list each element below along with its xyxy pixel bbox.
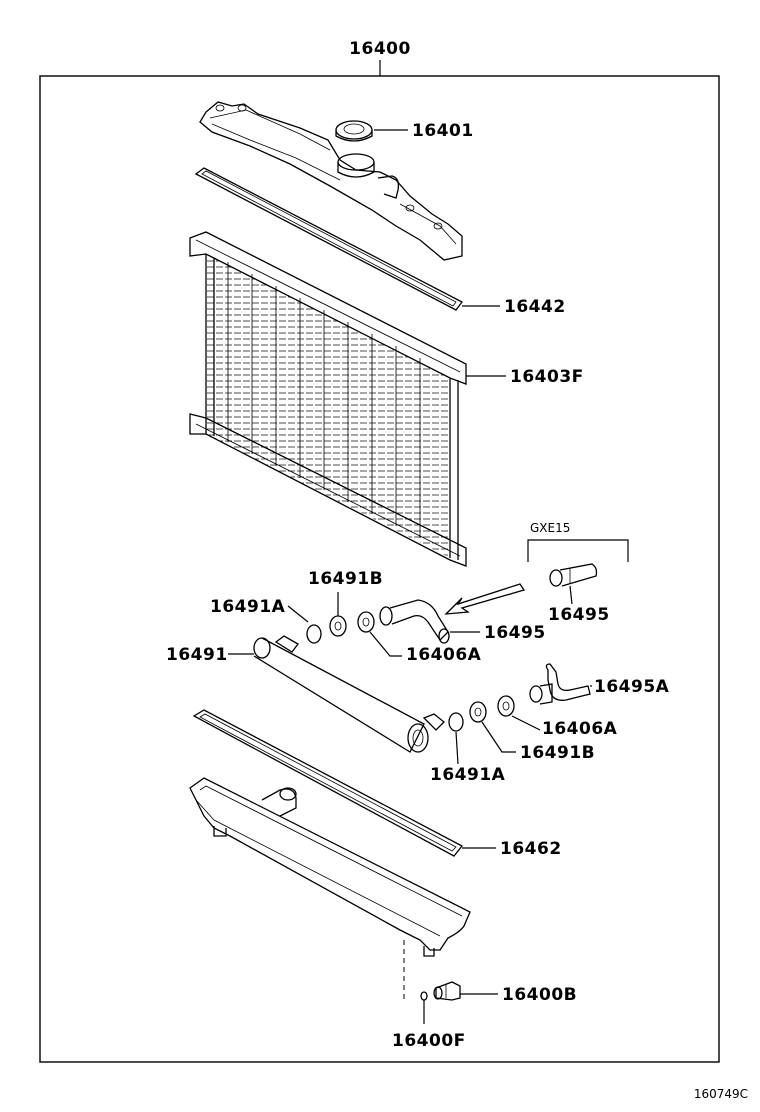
assembly-frame [39,75,720,1063]
drain-oring [420,991,428,1001]
label-washer-lower: 16491B [520,743,595,763]
label-lower-gasket: 16462 [500,839,562,859]
assembly-label: 16400 [349,39,411,59]
oring-upper-left [306,624,322,644]
label-drain-cock: 16400B [502,985,577,1005]
upper-tank [199,101,463,261]
radiator-cap [335,120,373,142]
label-upper-gasket: 16442 [504,297,566,317]
label-core: 16403F [510,367,584,387]
washer-lower [469,701,487,723]
variant-bracket [527,539,629,562]
oil-cooler [253,635,445,753]
washer-lower-leader [481,721,516,753]
label-nut-upper: 16406A [406,645,482,665]
figure-code: 160749C [694,1087,748,1101]
washer-upper-left [329,615,347,637]
label-oring-lower: 16491A [430,765,506,785]
nut-upper-leader [369,631,402,657]
label-washer-upper-left: 16491B [308,569,383,589]
label-oil-cooler: 16491 [166,645,228,665]
hose-variant-leader [569,585,573,605]
oring-upper-left-leader [287,605,309,623]
label-hose-variant: 16495 [548,605,610,625]
hose-upper [379,599,450,644]
lower-gasket [192,709,463,857]
hose-variant [549,563,598,587]
nut-upper [357,611,375,633]
label-hose-upper: 16495 [484,623,546,643]
label-drain-oring: 16400F [392,1031,466,1051]
upper-gasket [194,167,463,311]
drain-cock [433,981,461,1001]
label-nut-lower: 16406A [542,719,618,739]
label-oring-upper-left: 16491A [210,597,286,617]
label-cap: 16401 [412,121,474,141]
hose-lower [529,663,591,705]
oring-lower-leader [455,731,459,765]
direction-arrow [444,583,526,615]
radiator-core [189,231,467,567]
nut-lower-leader [511,715,541,731]
variant-label: GXE15 [530,521,570,535]
nut-lower [497,695,515,717]
label-hose-lower: 16495A [594,677,670,697]
oring-lower [448,712,464,732]
lower-tank [189,777,471,957]
